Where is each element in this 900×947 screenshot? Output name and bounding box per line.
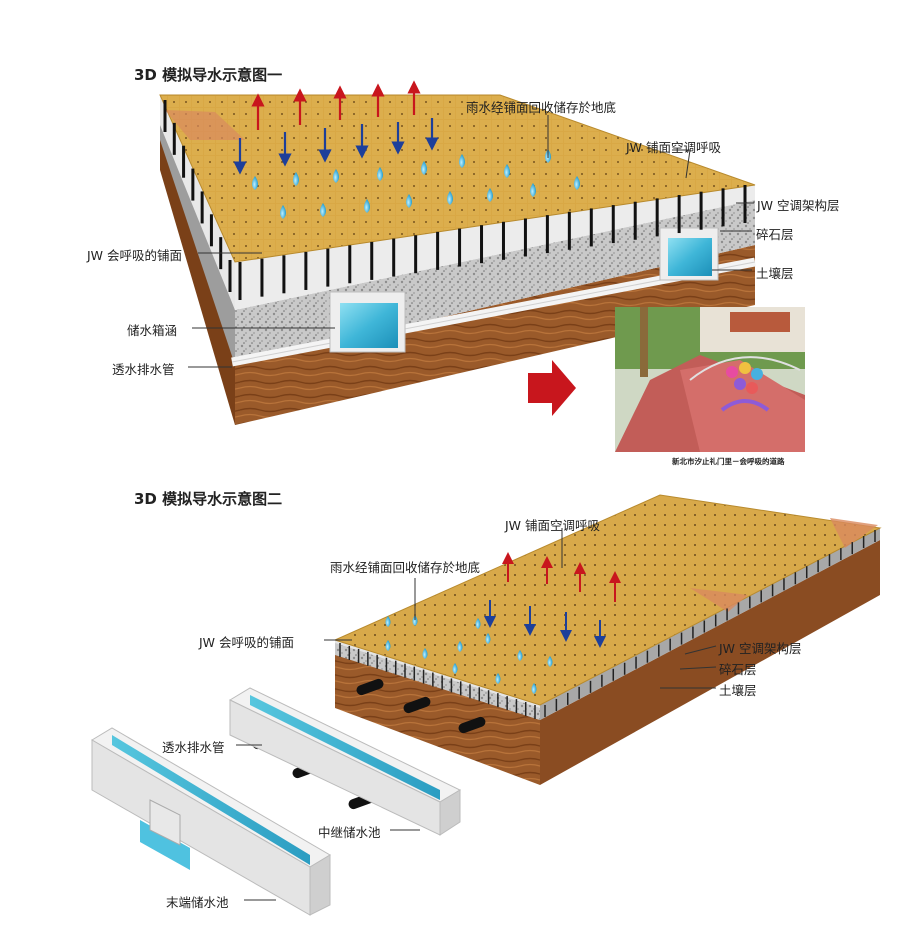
water-drop-icon	[252, 176, 258, 190]
water-drop-icon	[421, 161, 427, 175]
water-drop-icon	[447, 191, 453, 205]
diagram1-support-pins	[163, 100, 747, 300]
water-drop-icon	[385, 616, 391, 627]
water-drop-icon	[475, 618, 481, 629]
d1-label-breathing-paving: JW 会呼吸的铺面	[87, 248, 183, 263]
diagram1-air-arrows	[233, 80, 439, 175]
d1-label-drain-pipe: 透水排水管	[112, 362, 175, 377]
water-drop-icon	[495, 673, 501, 684]
water-drop-icon	[452, 663, 458, 674]
water-drop-icon	[412, 615, 418, 626]
water-drop-icon	[293, 172, 299, 186]
diagram2-leader-lines	[236, 528, 717, 901]
road-photo	[615, 307, 805, 452]
d2-label-end-pool: 末端储水池	[166, 895, 229, 910]
water-drop-icon	[333, 169, 339, 183]
water-drop-icon	[547, 656, 553, 667]
d1-label-gravel-layer: 碎石层	[756, 227, 794, 242]
d1-label-storage-box: 储水箱涵	[127, 323, 178, 338]
water-drop-icon	[422, 648, 428, 659]
water-drop-icon	[530, 183, 536, 197]
water-drop-icon	[406, 194, 412, 208]
diagram2-water-drops	[385, 615, 553, 694]
d2-label-breathing-paving: JW 会呼吸的铺面	[199, 635, 295, 650]
water-drop-icon	[517, 650, 523, 661]
water-drop-icon	[459, 154, 465, 168]
d2-label-gravel-layer: 碎石层	[719, 662, 757, 677]
diagram1-title: 3D 模拟导水示意图一	[134, 66, 283, 84]
water-drop-icon	[364, 199, 370, 213]
water-drop-icon	[385, 640, 391, 651]
water-drop-icon	[487, 188, 493, 202]
d2-label-drain-pipe: 透水排水管	[162, 740, 225, 755]
d2-label-rain-storage: 雨水经铺面回收储存於地底	[330, 560, 481, 575]
diagram2-title: 3D 模拟导水示意图二	[134, 490, 283, 508]
d2-label-frame-layer: JW 空调架构层	[719, 641, 802, 656]
water-drop-icon	[485, 633, 491, 644]
d2-label-soil-layer: 土壤层	[719, 683, 757, 698]
d1-label-air-breathing: JW 铺面空调呼吸	[626, 140, 722, 155]
d1-label-rain-storage: 雨水经铺面回收储存於地底	[466, 100, 617, 115]
d1-label-soil-layer: 土壤层	[756, 266, 794, 281]
diagram2-support-pins	[339, 530, 876, 719]
water-drop-icon	[457, 641, 463, 652]
photo-caption: 新北市汐止礼门里－会呼吸的道路	[672, 457, 785, 466]
water-drop-icon	[531, 683, 537, 694]
big-arrow-icon	[528, 360, 576, 416]
d2-label-relay-pool: 中继储水池	[318, 825, 381, 840]
diagram1-block	[159, 94, 756, 425]
water-drop-icon	[280, 205, 286, 219]
d2-label-air-breathing: JW 铺面空调呼吸	[505, 518, 601, 533]
diagram1-leader-lines	[188, 115, 754, 368]
water-drop-icon	[504, 164, 510, 178]
water-drop-icon	[574, 176, 580, 190]
relay-pool	[228, 687, 462, 836]
diagram2-air-arrows	[484, 552, 621, 648]
end-pool	[91, 727, 331, 916]
d1-label-frame-layer: JW 空调架构层	[757, 198, 840, 213]
water-drop-icon	[320, 203, 326, 217]
water-drop-icon	[377, 167, 383, 181]
